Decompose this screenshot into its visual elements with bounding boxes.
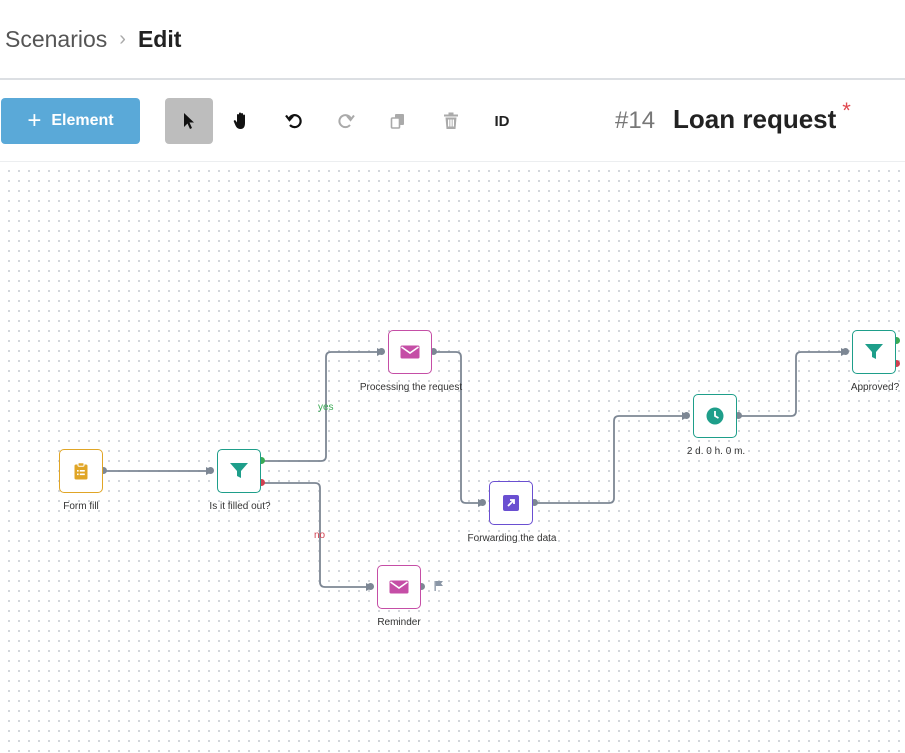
- output-port[interactable]: [418, 583, 425, 590]
- clipboard-icon: [74, 462, 88, 480]
- envelope-icon: [389, 580, 409, 594]
- output-port[interactable]: [100, 467, 107, 474]
- node-label-form-fill: Form fill: [63, 501, 99, 512]
- breadcrumb-scenarios-link[interactable]: Scenarios: [5, 26, 108, 52]
- input-port[interactable]: [207, 467, 214, 474]
- show-id-button[interactable]: ID: [478, 98, 526, 144]
- add-element-label: Element: [51, 112, 114, 129]
- edge-forward-to-delay: [536, 412, 690, 504]
- node-label-delay: 2 d. 0 h. 0 m.: [686, 446, 746, 457]
- node-approved[interactable]: [852, 330, 896, 374]
- node-label-approved: Approved?: [850, 382, 900, 393]
- plus-icon: +: [27, 107, 42, 134]
- filter-icon: [230, 463, 248, 478]
- input-port[interactable]: [378, 348, 385, 355]
- select-tool-button[interactable]: [165, 98, 213, 144]
- no-output-port[interactable]: [893, 360, 900, 367]
- envelope-icon: [400, 345, 420, 359]
- node-delay[interactable]: [693, 394, 737, 438]
- flow-canvas[interactable]: yes no Form fill Is it filled out? Proce…: [0, 162, 905, 753]
- breadcrumb-separator-icon: ›: [119, 28, 126, 50]
- scenario-title: #14 Loan request *: [615, 98, 851, 135]
- unsaved-marker: *: [842, 98, 851, 123]
- undo-icon: [285, 114, 302, 129]
- edge-filter-yes-to-processing: [262, 348, 385, 462]
- edge-filter-no-to-reminder: [262, 482, 374, 591]
- undo-button[interactable]: [270, 98, 318, 144]
- copy-icon: [390, 114, 404, 129]
- output-port[interactable]: [531, 499, 538, 506]
- scenario-number: #14: [615, 107, 656, 134]
- node-forwarding-data[interactable]: [489, 481, 533, 525]
- edge-processing-to-forward: [434, 351, 486, 507]
- output-port[interactable]: [430, 348, 437, 355]
- edge-label-no: no: [314, 530, 326, 541]
- edge-label-yes: yes: [318, 402, 334, 413]
- forward-arrow-icon: [503, 495, 519, 511]
- no-output-port[interactable]: [258, 479, 265, 486]
- end-flag-icon: [434, 581, 443, 591]
- input-port[interactable]: [367, 583, 374, 590]
- copy-button[interactable]: [374, 98, 422, 144]
- scenario-name[interactable]: Loan request: [673, 104, 837, 134]
- show-id-label: ID: [494, 112, 510, 130]
- node-label-reminder: Reminder: [377, 617, 421, 628]
- edge-delay-to-approved: [740, 348, 849, 417]
- node-form-fill[interactable]: [59, 449, 103, 493]
- node-reminder[interactable]: [377, 565, 421, 609]
- page-header: Scenarios › Edit: [0, 0, 905, 80]
- node-filter-filled-out[interactable]: [217, 449, 261, 493]
- node-label-processing: Processing the request: [359, 382, 463, 393]
- delete-button[interactable]: [427, 98, 475, 144]
- input-port[interactable]: [479, 499, 486, 506]
- pan-tool-button[interactable]: [218, 98, 266, 144]
- clock-icon: [706, 407, 724, 425]
- redo-button[interactable]: [322, 98, 370, 144]
- breadcrumb: Scenarios › Edit: [5, 26, 181, 53]
- editor-toolbar: + Element: [0, 80, 905, 162]
- select-pointer-icon: [184, 113, 194, 129]
- edge-layer: [104, 348, 849, 591]
- node-label-forward: Forwarding the data: [467, 533, 557, 544]
- redo-icon: [338, 114, 355, 129]
- input-port[interactable]: [683, 412, 690, 419]
- yes-output-port[interactable]: [893, 337, 900, 344]
- node-processing-request[interactable]: [388, 330, 432, 374]
- pan-hand-icon: [233, 112, 245, 129]
- input-port[interactable]: [842, 348, 849, 355]
- delete-icon: [444, 112, 458, 129]
- filter-icon: [865, 344, 883, 359]
- breadcrumb-current: Edit: [137, 26, 182, 52]
- add-element-button[interactable]: + Element: [1, 98, 140, 144]
- node-label-filter: Is it filled out?: [209, 501, 271, 512]
- yes-output-port[interactable]: [258, 457, 265, 464]
- output-port[interactable]: [735, 412, 742, 419]
